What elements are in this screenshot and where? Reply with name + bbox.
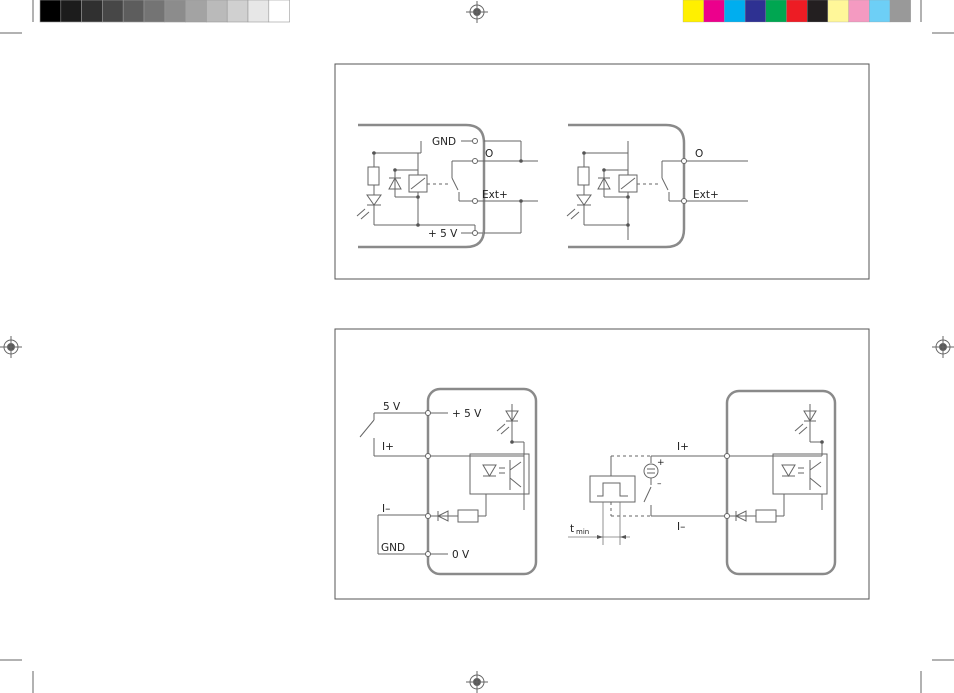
color-swatch	[206, 0, 228, 23]
ext-plus-label: Ext+	[482, 189, 508, 201]
voltage-5v-label: 5 V	[383, 401, 401, 413]
device-outline	[568, 123, 686, 249]
resistor-symbol	[755, 509, 777, 523]
opto-led-symbol	[781, 464, 796, 477]
ext-plus-label: Ext+	[693, 189, 719, 201]
color-swatch	[102, 0, 124, 23]
device-outline	[725, 389, 837, 576]
source-plus-sign: +	[657, 458, 665, 468]
color-calibration-bar	[682, 0, 911, 23]
top-panel: GND O Ext+ + 5 V	[334, 63, 870, 280]
optocoupler-symbol	[772, 453, 828, 495]
voltage-source-symbol	[643, 463, 659, 479]
optocoupler-input-circuit-right: I+ I– + – t min	[568, 389, 837, 576]
led-symbol	[576, 194, 592, 206]
opto-led-symbol	[482, 464, 497, 477]
pulse-waveform	[597, 482, 628, 497]
registration-mark-left	[0, 336, 22, 358]
bottom-panel: 5 V + 5 V I+ I– GND 0 V	[334, 328, 870, 600]
color-swatch	[60, 0, 82, 23]
color-swatch	[848, 0, 870, 23]
input-minus-label: I–	[382, 503, 390, 515]
optocoupler-symbol	[469, 453, 530, 495]
color-swatch	[889, 0, 911, 23]
led-symbol	[505, 410, 519, 422]
color-swatch	[765, 0, 787, 23]
tmin-label-subscript: min	[576, 528, 589, 536]
resistor-symbol	[367, 166, 380, 186]
led-symbol	[803, 410, 817, 422]
color-swatch	[724, 0, 746, 23]
switch-symbol	[643, 486, 652, 503]
color-swatch	[682, 0, 704, 23]
protection-diode-symbol	[734, 510, 747, 522]
grayscale-calibration-bar	[39, 0, 290, 23]
pulse-generator-symbol	[589, 475, 636, 503]
color-swatch	[143, 0, 166, 23]
registration-mark-right	[932, 336, 954, 358]
device-outline	[358, 123, 486, 249]
registration-mark-bottom	[466, 671, 488, 693]
output-label: O	[695, 148, 703, 160]
source-minus-sign: –	[657, 479, 662, 489]
bottom-panel-frame	[334, 328, 870, 600]
relay-contact-symbol	[661, 177, 669, 191]
switch-symbol	[359, 419, 375, 438]
device-outline	[426, 387, 538, 576]
relay-output-circuit-right: O Ext+	[566, 123, 748, 249]
zero-volt-label: 0 V	[452, 549, 470, 561]
supply-plus-5v-label: + 5 V	[452, 408, 482, 420]
color-swatch	[39, 0, 62, 23]
tmin-label-main: t	[570, 523, 574, 535]
flyback-diode-symbol	[388, 176, 402, 190]
supply-5v-label: + 5 V	[428, 228, 458, 240]
color-swatch	[226, 0, 249, 23]
registration-mark-top	[466, 1, 488, 23]
top-panel-frame	[334, 63, 870, 280]
relay-output-circuit-left: GND O Ext+ + 5 V	[356, 123, 538, 249]
tmin-label: t min	[570, 523, 589, 536]
input-plus-label: I+	[382, 441, 394, 453]
flyback-diode-symbol	[597, 176, 611, 190]
color-swatch	[703, 0, 725, 23]
color-swatch	[185, 0, 207, 23]
protection-diode-symbol	[436, 510, 449, 522]
resistor-symbol	[577, 166, 590, 186]
color-swatch	[81, 0, 103, 23]
input-plus-label: I+	[677, 441, 689, 453]
color-swatch	[247, 0, 270, 23]
color-swatch	[827, 0, 849, 23]
color-swatch	[744, 0, 766, 23]
color-swatch	[164, 0, 186, 23]
color-swatch	[807, 0, 829, 23]
gnd-label: GND	[432, 136, 456, 148]
gnd-label: GND	[381, 542, 405, 554]
color-swatch	[869, 0, 891, 23]
led-symbol	[366, 194, 382, 206]
color-swatch	[268, 0, 290, 23]
output-label: O	[485, 148, 493, 160]
resistor-symbol	[457, 509, 479, 523]
color-swatch	[122, 0, 145, 23]
relay-contact-symbol	[451, 177, 459, 191]
optocoupler-input-circuit-left: 5 V + 5 V I+ I– GND 0 V	[359, 387, 538, 576]
input-minus-label: I–	[677, 521, 685, 533]
color-swatch	[786, 0, 808, 23]
